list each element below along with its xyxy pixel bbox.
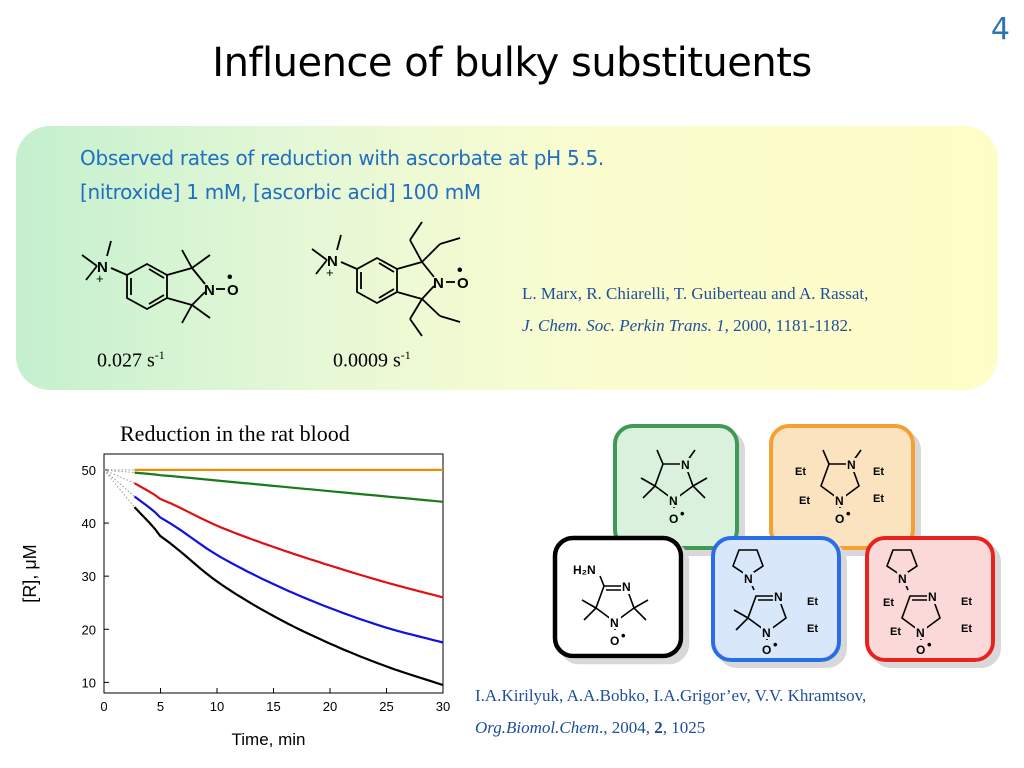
radical-dot: • (457, 262, 463, 279)
plus-charge: + (96, 271, 104, 286)
n-atom-label: N (762, 626, 771, 640)
series-start-dotted (103, 469, 135, 497)
series-line-3 (133, 495, 444, 644)
radical-dot: • (227, 269, 233, 286)
radical-dot: • (621, 628, 626, 643)
series-start-dotted (103, 469, 135, 484)
n-atom-label: N (847, 458, 856, 472)
n-atom-label: N (898, 572, 907, 586)
et-label: Et (961, 596, 972, 608)
y-tick-label: 50 (82, 463, 96, 478)
et-label: Et (890, 626, 901, 638)
structure-card-orange: N N O • Et Et Et Et (769, 424, 915, 550)
amino-label: H₂N (573, 563, 596, 577)
x-tick-label: 15 (266, 699, 280, 714)
y-tick-label: 40 (82, 516, 96, 531)
x-tick-label: 25 (379, 699, 393, 714)
o-atom-label: O (457, 275, 469, 292)
x-tick-label: 30 (436, 699, 450, 714)
reference-1-citation: J. Chem. Soc. Perkin Trans. 1, 2000, 118… (522, 316, 853, 335)
series-start-dotted (103, 469, 135, 474)
o-atom-label: O (762, 643, 771, 657)
n-atom-label: N (433, 275, 444, 292)
o-atom-label: O (916, 643, 925, 657)
structure-card-green: N N O • (613, 424, 739, 550)
n-atom-label: N (610, 616, 619, 630)
et-label: Et (961, 623, 972, 635)
slide-number: 4 (990, 12, 1010, 47)
n-atom-label: N (97, 259, 108, 276)
n-atom-label: N (774, 590, 783, 604)
x-tick-label: 10 (210, 699, 224, 714)
n-atom-label: N (928, 590, 937, 604)
structure-card-red: N N N O • Et Et Et Et (865, 536, 995, 662)
n-atom-label: N (744, 572, 753, 586)
y-tick-label: 30 (82, 569, 96, 584)
plus-charge: + (326, 265, 334, 280)
n-atom-label: N (669, 494, 678, 508)
series-line-4 (133, 506, 444, 687)
o-atom-label: O (669, 512, 678, 526)
structure-tetramethyl-isoindoline: N + N O • (81, 240, 239, 324)
x-axis-label: Time, min (232, 730, 306, 749)
et-label: Et (873, 493, 884, 505)
et-label: Et (807, 596, 818, 608)
o-atom-label: O (835, 512, 844, 526)
radical-dot: • (773, 637, 778, 652)
n-atom-label: N (835, 494, 844, 508)
series-start-dotted (103, 469, 135, 508)
n-atom-label: N (204, 282, 215, 299)
radical-dot: • (927, 637, 932, 652)
et-label: Et (807, 623, 818, 635)
conditions-line-1: Observed rates of reduction with ascorba… (80, 146, 604, 170)
radical-dot: • (846, 506, 851, 521)
reference-2-authors: I.A.Kirilyuk, A.A.Bobko, I.A.Grigor’ev, … (475, 686, 867, 705)
n-atom-label: N (916, 626, 925, 640)
radical-dot: • (680, 506, 685, 521)
plot-frame (103, 453, 444, 694)
x-tick-label: 5 (157, 699, 164, 714)
y-axis-label: [R], μM (20, 544, 40, 602)
et-label: Et (795, 466, 806, 478)
n-atom-label: N (327, 253, 338, 270)
series-line-1 (134, 471, 444, 503)
y-tick-label: 20 (82, 622, 96, 637)
n-atom-label: N (681, 458, 690, 472)
structure-tetraethyl-isoindoline: N + N O • (311, 221, 469, 337)
chart-title: Reduction in the rat blood (120, 421, 350, 446)
conditions-line-2: [nitroxide] 1 mM, [ascorbic acid] 100 mM (80, 180, 481, 204)
y-tick-label: 10 (82, 675, 96, 690)
structure-card-blue: N N N O • Et Et (711, 536, 841, 662)
n-atom-label: N (622, 580, 631, 594)
rate-label-2: 0.0009 s-1 (333, 348, 411, 372)
reference-1-authors: L. Marx, R. Chiarelli, T. Guiberteau and… (522, 284, 869, 303)
slide-title: Influence of bulky substituents (212, 40, 812, 86)
info-panel (16, 126, 998, 390)
x-tick-label: 0 (100, 699, 107, 714)
rate-label-1: 0.027 s-1 (97, 348, 165, 372)
o-atom-label: O (227, 282, 239, 299)
o-atom-label: O (610, 634, 619, 648)
imidazoline-structures: N N O • N N O • Et Et Et Et (552, 424, 995, 662)
reference-2-citation: Org.Biomol.Chem., 2004, 2, 1025 (475, 718, 706, 737)
series-line-2 (133, 482, 444, 599)
et-label: Et (799, 495, 810, 507)
et-label: Et (873, 466, 884, 478)
x-tick-label: 20 (323, 699, 337, 714)
structure-card-black: N N O • H₂N (552, 535, 684, 659)
et-label: Et (883, 597, 894, 609)
